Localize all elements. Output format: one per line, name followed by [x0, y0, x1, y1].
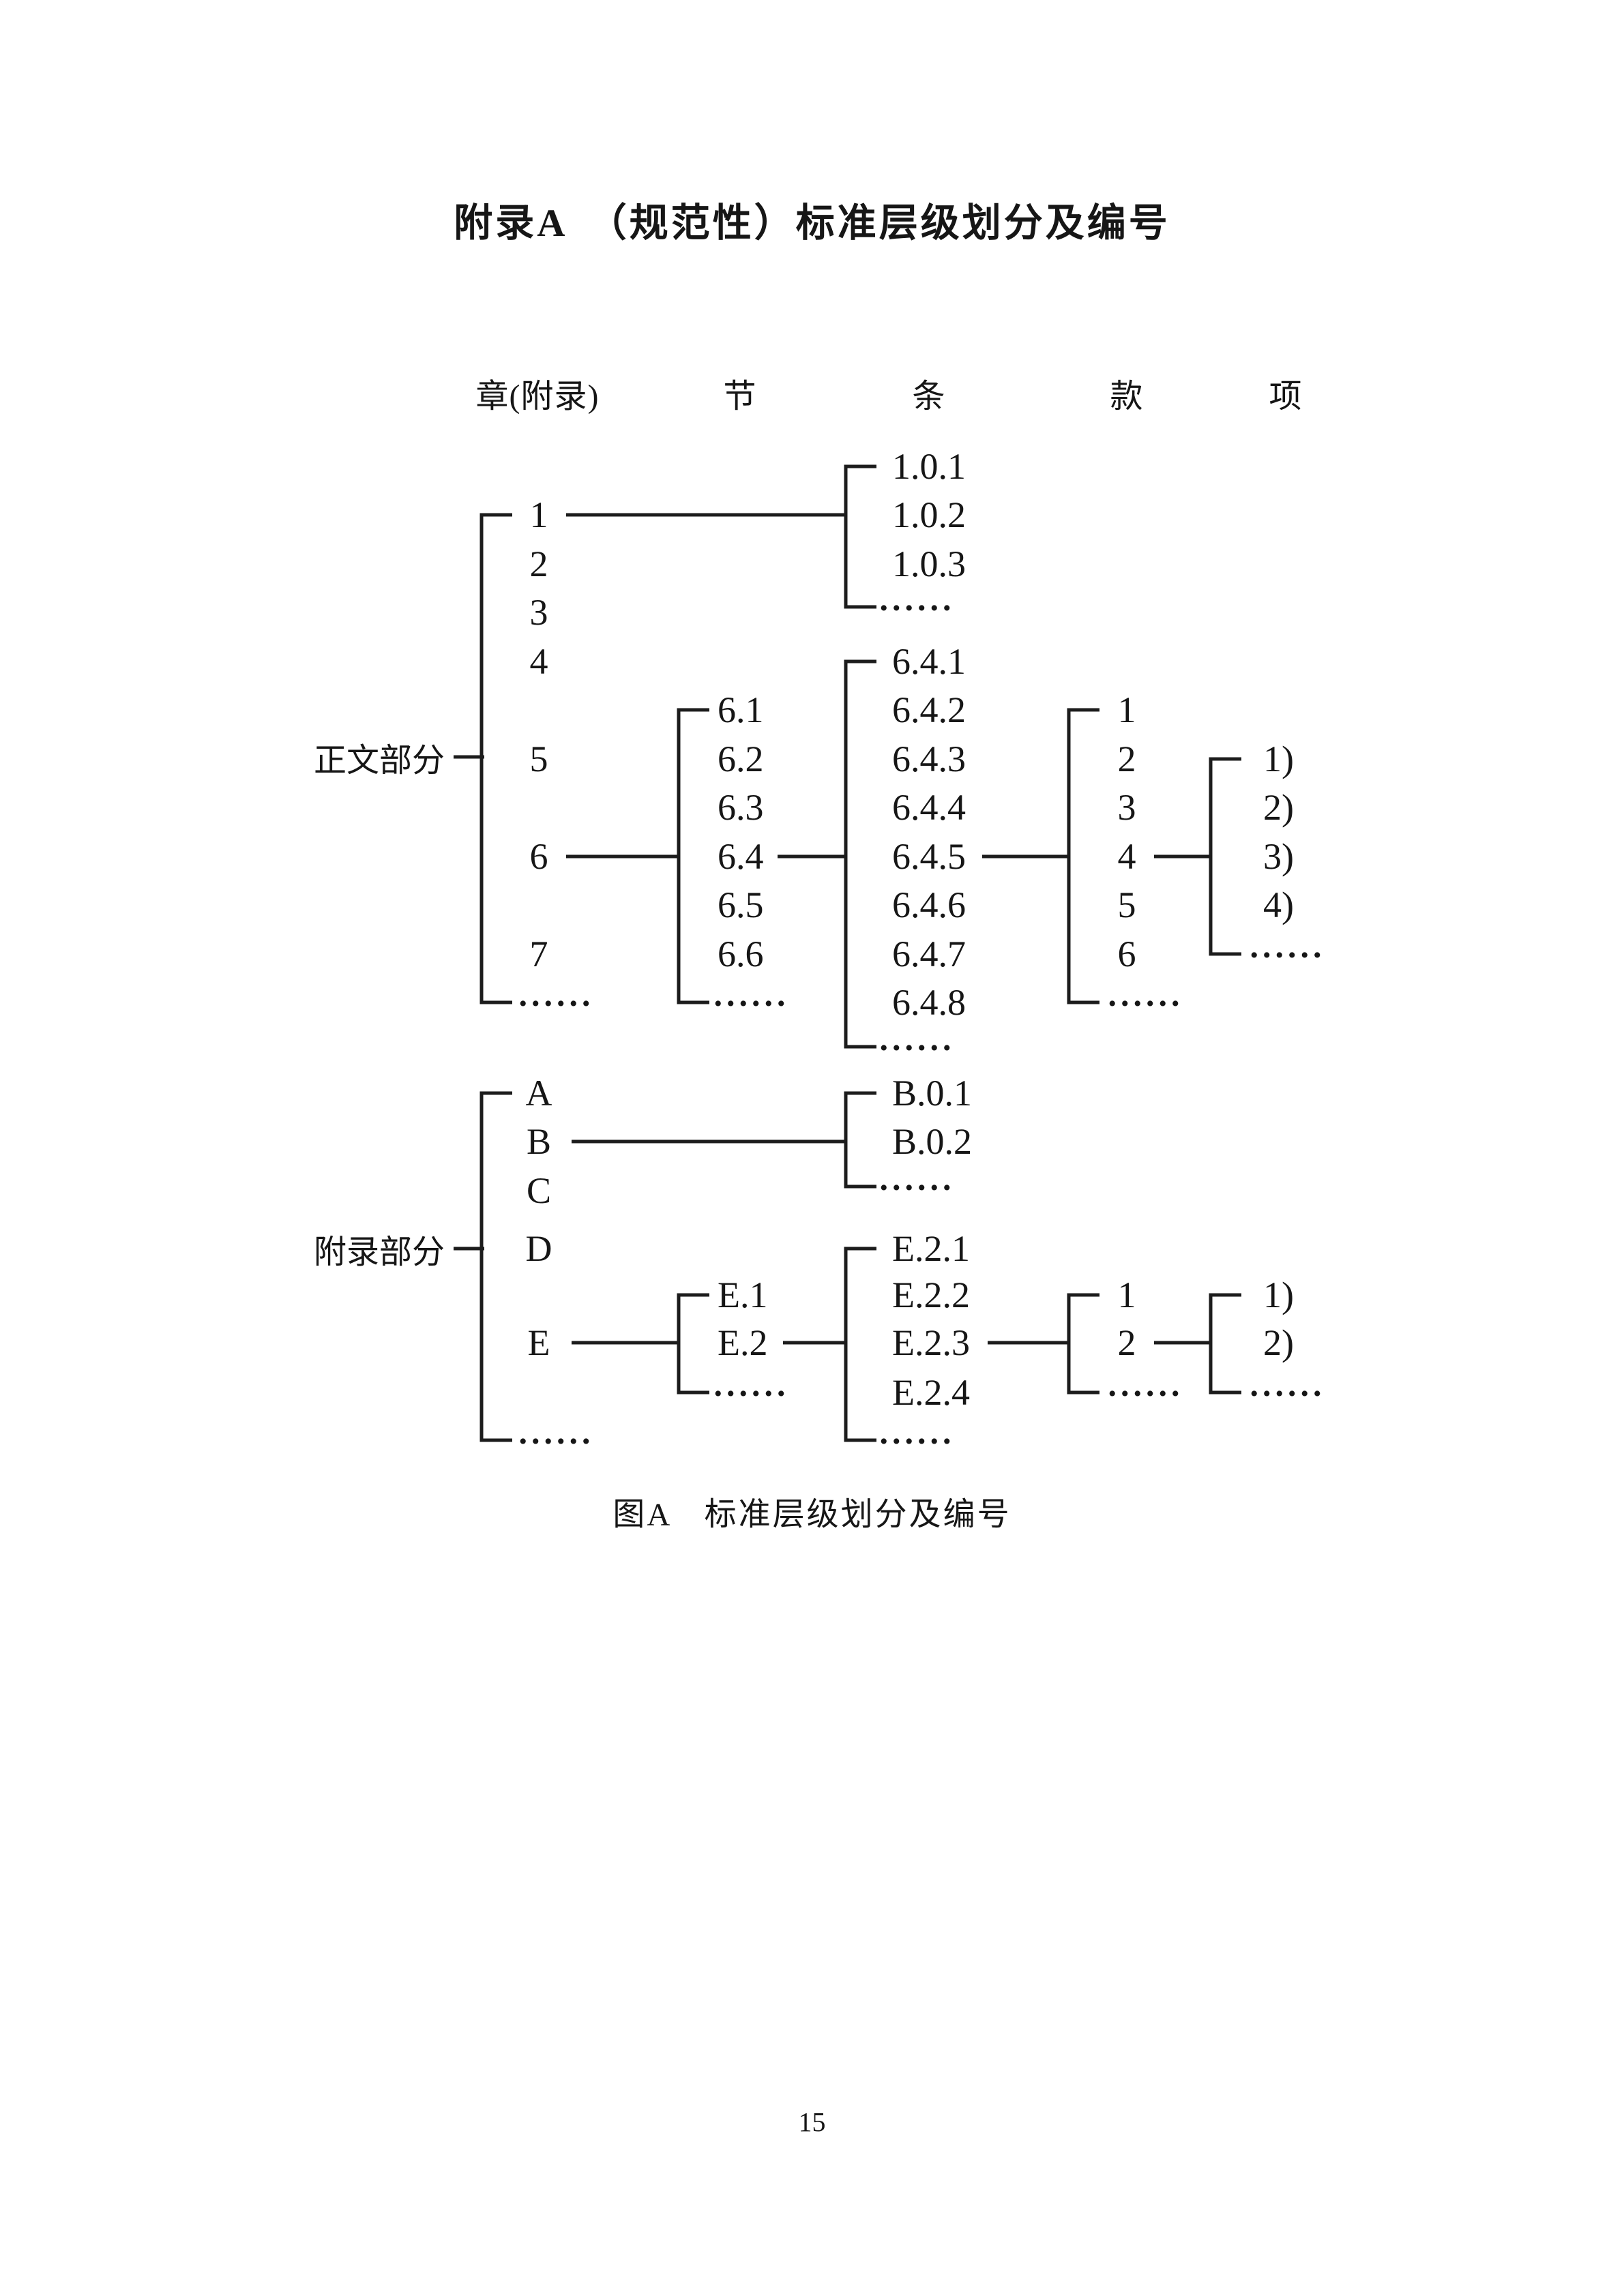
article-node: E.2.4: [892, 1372, 970, 1413]
chapter-node: A: [525, 1073, 552, 1114]
ellipsis-node: ......: [879, 1159, 956, 1197]
column-header-section: 节: [723, 378, 757, 415]
chapter-node: 4: [529, 641, 548, 682]
chapter-node: E: [527, 1322, 550, 1363]
ellipsis-node: ......: [1250, 927, 1326, 965]
article-node: 6.4.1: [892, 641, 966, 682]
column-header-clause: 款: [1110, 378, 1144, 415]
article-node: E.2.3: [892, 1322, 970, 1363]
page-number: 15: [798, 2106, 826, 2138]
bracket-line: [844, 1091, 876, 1189]
ellipsis-node: ......: [518, 1413, 595, 1451]
bracket-line: [1209, 1293, 1241, 1395]
chapter-node: D: [525, 1228, 552, 1269]
article-node: 6.4.4: [892, 787, 966, 828]
figure-caption: 图A 标准层级划分及编号: [612, 1497, 1012, 1533]
column-header-chapter: 章(附录): [475, 378, 600, 415]
bracket-line: [479, 1091, 512, 1442]
bracket-line: [844, 659, 876, 1049]
article-node: E.2.1: [892, 1228, 970, 1269]
chapter-node: 1: [529, 494, 548, 535]
article-node: B.0.2: [892, 1121, 973, 1162]
bracket-line: [677, 708, 709, 1004]
bracket-line: [844, 464, 876, 609]
chapter-node: B: [526, 1121, 552, 1162]
item-node: 1): [1263, 739, 1294, 779]
bracket-line: [1209, 757, 1241, 956]
column-header-article: 条: [912, 378, 946, 415]
article-node: B.0.1: [892, 1073, 973, 1114]
article-node: 6.4.8: [892, 982, 966, 1023]
clause-node: 4: [1117, 836, 1136, 877]
article-node: 6.4.3: [892, 739, 966, 779]
bracket-line: [844, 1247, 876, 1442]
bracket-line: [1067, 708, 1099, 1004]
section-node: 6.4: [718, 836, 764, 877]
article-node: 1.0.1: [892, 446, 966, 487]
clause-node: 2: [1117, 739, 1136, 779]
chapter-node: 3: [529, 592, 548, 633]
bracket-line: [677, 1293, 709, 1395]
clause-node: 3: [1117, 787, 1136, 828]
main-part-label: 正文部分: [313, 743, 445, 779]
chapter-node: 5: [529, 739, 548, 779]
clause-node: 1: [1117, 1274, 1136, 1315]
column-header-item: 项: [1269, 378, 1303, 415]
section-node: 6.6: [718, 934, 764, 974]
item-node: 3): [1263, 836, 1294, 877]
ellipsis-node: ......: [879, 580, 956, 618]
ellipsis-node: ......: [879, 1413, 956, 1451]
article-node: 6.4.6: [892, 884, 966, 925]
ellipsis-node: ......: [713, 975, 790, 1013]
item-node: 4): [1263, 884, 1294, 925]
article-node: 6.4.2: [892, 689, 966, 730]
bracket-line: [479, 513, 512, 1004]
section-node: 6.5: [718, 884, 764, 925]
clause-node: 6: [1117, 934, 1136, 974]
article-node: 6.4.5: [892, 836, 966, 877]
chapter-node: 6: [529, 836, 548, 877]
section-node: 6.3: [718, 787, 764, 828]
clause-node: 2: [1117, 1322, 1136, 1363]
chapter-node: C: [526, 1170, 552, 1211]
article-node: E.2.2: [892, 1274, 970, 1315]
ellipsis-node: ......: [1108, 1365, 1184, 1403]
item-node: 1): [1263, 1274, 1294, 1315]
appendix-part-label: 附录部分: [313, 1234, 445, 1270]
item-node: 2): [1263, 787, 1294, 828]
ellipsis-node: ......: [713, 1365, 790, 1403]
section-node: 6.2: [718, 739, 764, 779]
item-node: 2): [1263, 1322, 1294, 1363]
ellipsis-node: ......: [1250, 1365, 1326, 1403]
ellipsis-node: ......: [518, 975, 595, 1013]
section-node: E.1: [718, 1274, 768, 1315]
article-node: 6.4.7: [892, 934, 966, 974]
clause-node: 5: [1117, 884, 1136, 925]
article-node: 1.0.2: [892, 494, 966, 535]
bracket-line: [1067, 1293, 1099, 1395]
ellipsis-node: ......: [879, 1019, 956, 1058]
ellipsis-node: ......: [1108, 975, 1184, 1013]
appendix-title: 附录A （规范性）标准层级划分及编号: [454, 202, 1170, 245]
chapter-node: 7: [529, 934, 548, 974]
article-node: 1.0.3: [892, 543, 966, 584]
clause-node: 1: [1117, 689, 1136, 730]
chapter-node: 2: [529, 543, 548, 584]
section-node: E.2: [718, 1322, 768, 1363]
section-node: 6.1: [718, 689, 764, 730]
